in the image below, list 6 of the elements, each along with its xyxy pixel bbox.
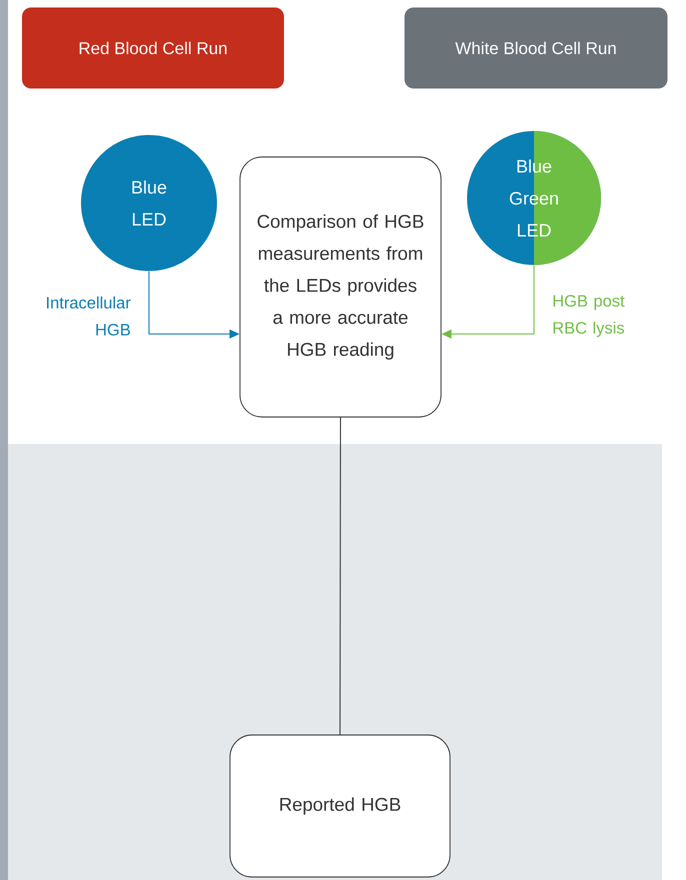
edge-label: Intracellular HGB: [47, 296, 131, 336]
run-header-box: White Blood Cell Run: [404, 8, 668, 88]
output-box: Reported HGB: [230, 734, 450, 878]
process-box: Comparison of HGB measurements from the LEDs provides a more accurate HGB reading: [240, 156, 442, 418]
run-header-box: Red Blood Cell Run: [22, 8, 284, 88]
edge-label: HGB post RBC lysis: [554, 295, 625, 337]
